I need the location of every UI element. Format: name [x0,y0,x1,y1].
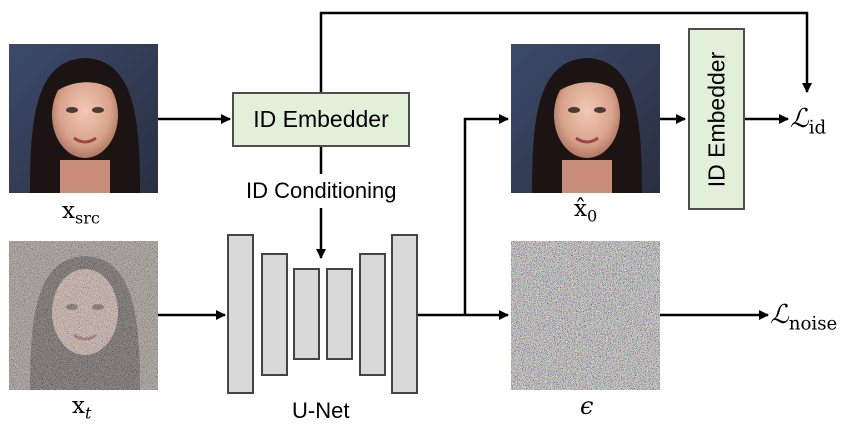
unet-encoder-bar-1 [227,234,254,394]
loss-noise-label: ℒnoise [770,300,837,334]
loss-id-subscript: id [808,117,827,139]
predicted-face-image [511,44,660,193]
x-t-subscript: t [84,403,92,423]
id-embedder-right-block: ID Embedder [688,28,745,210]
unet-encoder-bar-2 [261,253,288,376]
x-src-subscript: src [74,208,100,228]
x0-hat-symbol: x̂ [574,196,587,222]
x-t-symbol: x [72,393,85,419]
x0-hat-subscript: 0 [586,206,598,226]
id-embedder-left-block: ID Embedder [232,92,410,147]
unet-bottleneck-bar-1 [293,268,320,360]
loss-noise-symbol: ℒ [770,300,789,330]
loss-id-symbol: ℒ [790,104,809,134]
epsilon-label: ϵ [580,392,594,420]
x-t-label: xt [72,393,91,423]
loss-noise-subscript: noise [788,313,838,335]
id-embedder-right-label: ID Embedder [703,51,730,187]
id-embedder-left-label: ID Embedder [253,106,389,132]
noisy-face-image [9,241,158,390]
unet-bottleneck-bar-2 [326,268,353,360]
x0-hat-label: x̂0 [574,196,597,226]
loss-id-label: ℒid [790,104,826,138]
unet-decoder-bar-1 [359,253,386,376]
x-src-symbol: x [62,198,75,224]
source-face-image [9,44,158,193]
noise-image [511,241,660,390]
id-conditioning-label: ID Conditioning [246,178,397,203]
unet-label: U-Net [292,398,350,423]
x-src-label: xsrc [62,198,100,228]
unet-decoder-bar-2 [391,234,418,394]
connector-lines [158,11,812,320]
